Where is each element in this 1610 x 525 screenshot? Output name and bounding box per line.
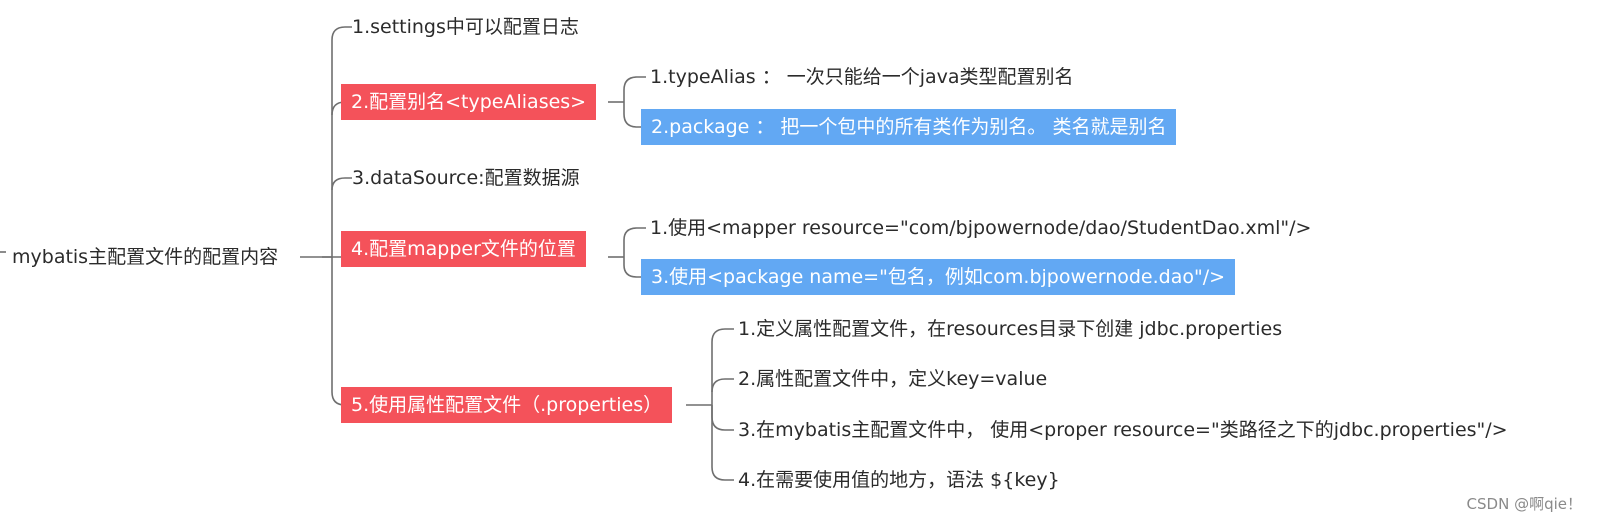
branch-type-aliases[interactable]: 2.配置别名<typeAliases> bbox=[341, 84, 597, 120]
branch5-child-line-1 bbox=[711, 328, 734, 405]
leaf-use-key[interactable]: 4.在需要使用值的地方，语法 ${key} bbox=[738, 469, 1060, 491]
leaf-proper-resource[interactable]: 3.在mybatis主配置文件中， 使用<proper resource="类路… bbox=[738, 419, 1508, 441]
csdn-watermark: CSDN @啊qie！ bbox=[1466, 495, 1582, 513]
branch-mappers[interactable]: 4.配置mapper文件的位置 bbox=[341, 231, 586, 267]
branch-settings[interactable]: 1.settings中可以配置日志 bbox=[352, 16, 579, 38]
branch4-child-line-2 bbox=[623, 257, 646, 278]
branch-properties[interactable]: 5.使用属性配置文件（.properties） bbox=[341, 387, 673, 423]
leaf-package-alias[interactable]: 2.package ： 把一个包中的所有类作为别名。 类名就是别名 bbox=[641, 109, 1177, 145]
root-node[interactable]: mybatis主配置文件的配置内容 bbox=[12, 246, 279, 268]
branch5-child-line-2 bbox=[711, 378, 734, 393]
leaf-type-alias[interactable]: 1.typeAlias ： 一次只能给一个java类型配置别名 bbox=[650, 66, 1074, 88]
branch2-child-line-2 bbox=[623, 102, 646, 128]
leaf-define-properties[interactable]: 1.定义属性配置文件，在resources目录下创建 jdbc.properti… bbox=[738, 318, 1283, 340]
leaf-key-value[interactable]: 2.属性配置文件中，定义key=value bbox=[738, 368, 1048, 390]
branch-line-1 bbox=[322, 26, 352, 258]
leaf-mapper-resource[interactable]: 1.使用<mapper resource="com/bjpowernode/da… bbox=[650, 217, 1312, 239]
leaf-mapper-package[interactable]: 3.使用<package name="包名，例如com.bjpowernode.… bbox=[641, 259, 1236, 295]
branch2-child-line-1 bbox=[623, 76, 646, 102]
branch-line-3 bbox=[331, 177, 352, 191]
branch4-child-line-1 bbox=[623, 227, 646, 257]
branch-data-source[interactable]: 3.dataSource:配置数据源 bbox=[352, 167, 580, 189]
branch5-child-line-4 bbox=[711, 405, 734, 481]
branch-line-5 bbox=[331, 257, 352, 406]
